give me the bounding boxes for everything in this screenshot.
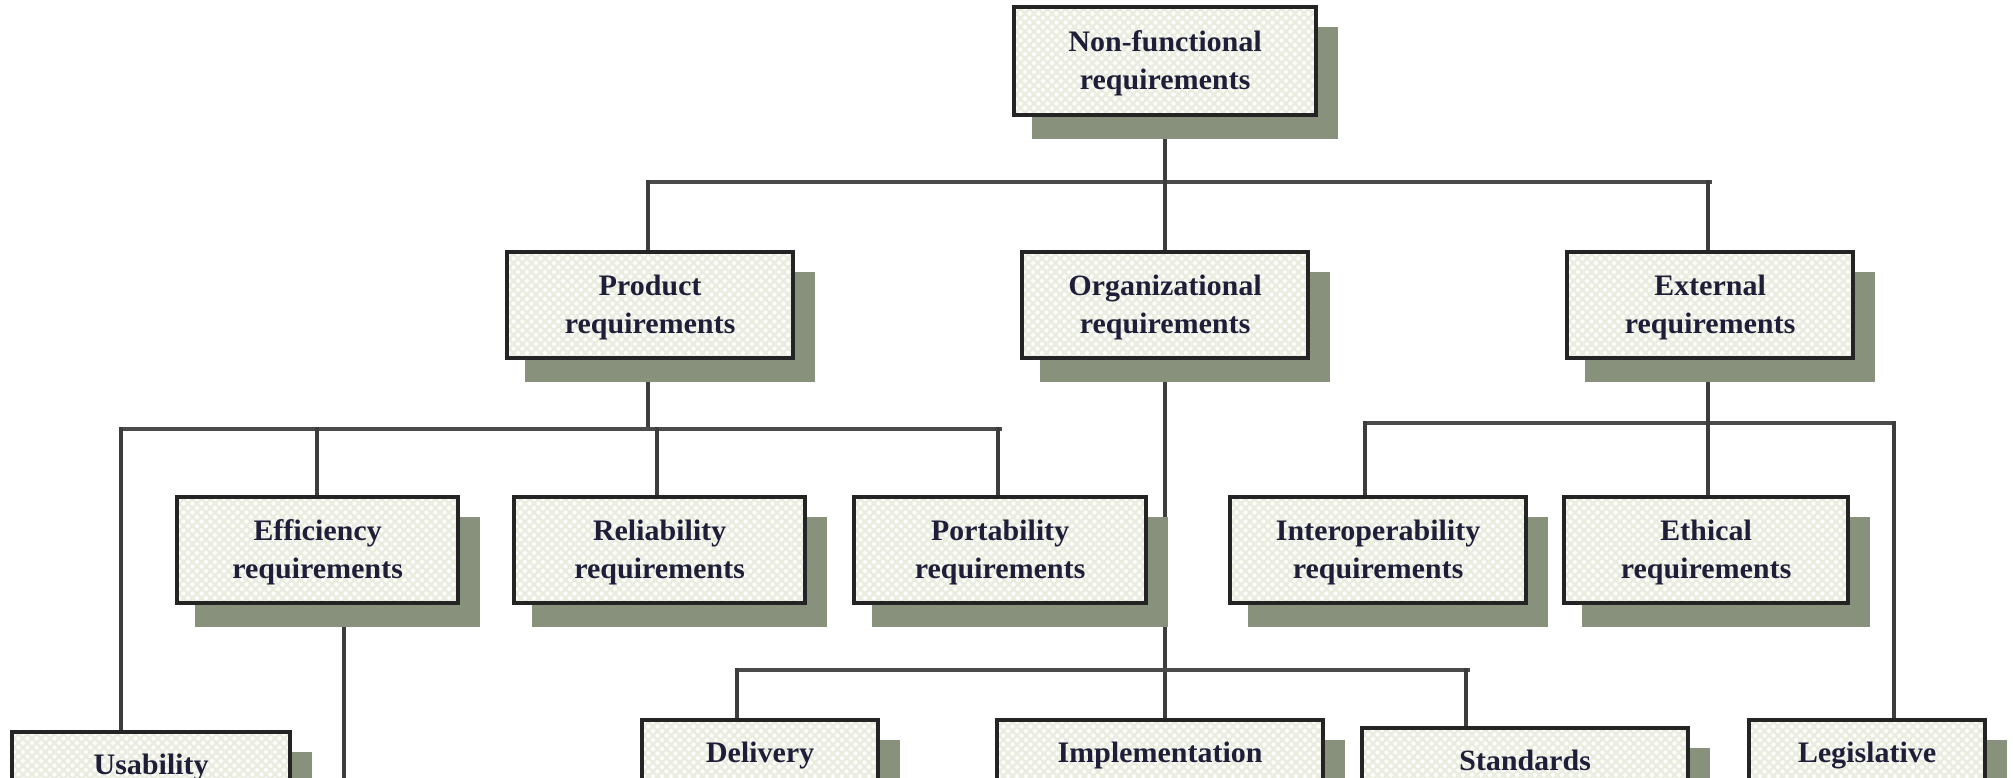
node-label-line1: Usability bbox=[93, 748, 209, 778]
node-label-line2: requirements bbox=[1620, 552, 1792, 585]
node-legislative: Legislative bbox=[1747, 718, 1987, 778]
node-label-line1: Efficiency bbox=[253, 514, 382, 547]
node-standards: Standards bbox=[1360, 726, 1690, 778]
node-ethical-requirements: Ethical requirements bbox=[1562, 495, 1850, 605]
node-label-line1: Organizational bbox=[1068, 269, 1262, 302]
connector-drop-efficiency bbox=[315, 427, 319, 495]
connector-drop-delivery bbox=[735, 668, 739, 718]
node-label-line1: Reliability bbox=[592, 514, 727, 547]
connector-organizational-bus bbox=[735, 668, 1470, 672]
connector-drop-interoperability bbox=[1363, 421, 1367, 495]
node-label-line2: requirements bbox=[1079, 63, 1251, 96]
connector-drop-reliability bbox=[655, 427, 659, 495]
node-label-line1: Standards bbox=[1459, 744, 1591, 777]
connector-product-bus bbox=[119, 427, 1002, 431]
connector-drop-external bbox=[1706, 180, 1710, 250]
connector-external-down bbox=[1706, 360, 1710, 425]
node-label-line2: requirements bbox=[1079, 307, 1251, 340]
node-external-requirements: External requirements bbox=[1565, 250, 1855, 360]
connector-drop-usability bbox=[119, 427, 123, 733]
connector-drop-legislative bbox=[1892, 421, 1896, 718]
node-portability-requirements: Portability requirements bbox=[852, 495, 1148, 605]
connector-root-down bbox=[1163, 117, 1167, 184]
connector-efficiency-down bbox=[342, 605, 346, 778]
node-reliability-requirements: Reliability requirements bbox=[512, 495, 807, 605]
connector-external-bus bbox=[1363, 421, 1896, 425]
node-label-line2: requirements bbox=[574, 552, 745, 585]
connector-drop-ethical bbox=[1706, 421, 1710, 495]
connector-drop-organizational bbox=[1163, 180, 1167, 250]
node-label-line1: Non-functional bbox=[1068, 25, 1262, 58]
connector-organizational-down bbox=[1163, 360, 1167, 718]
node-label-line1: Product bbox=[598, 269, 702, 302]
node-label-line2: requirements bbox=[564, 307, 736, 340]
node-implementation: Implementation bbox=[995, 718, 1325, 778]
node-interoperability-requirements: Interoperability requirements bbox=[1228, 495, 1528, 605]
connector-product-down bbox=[646, 360, 650, 431]
node-label-line1: Legislative bbox=[1797, 736, 1937, 769]
node-label-line1: Portability bbox=[930, 514, 1070, 547]
connector-drop-standards bbox=[1464, 668, 1468, 726]
node-label-line2: requirements bbox=[232, 552, 403, 585]
node-non-functional-requirements: Non-functional requirements bbox=[1012, 5, 1318, 117]
node-label-line1: Ethical bbox=[1660, 514, 1752, 547]
node-label-line2: requirements bbox=[1292, 552, 1464, 585]
node-label-line1: Implementation bbox=[1057, 736, 1263, 769]
node-label-line1: External bbox=[1654, 269, 1766, 302]
node-usability: Usability bbox=[10, 730, 292, 778]
connector-drop-portability bbox=[996, 427, 1000, 495]
connector-level1-bus bbox=[648, 180, 1712, 184]
node-product-requirements: Product requirements bbox=[505, 250, 795, 360]
node-organizational-requirements: Organizational requirements bbox=[1020, 250, 1310, 360]
node-delivery: Delivery bbox=[640, 718, 880, 778]
node-efficiency-requirements: Efficiency requirements bbox=[175, 495, 460, 605]
node-label-line2: requirements bbox=[1624, 307, 1796, 340]
connector-drop-product bbox=[646, 180, 650, 250]
node-label-line1: Delivery bbox=[705, 736, 815, 769]
node-label-line1: Interoperability bbox=[1275, 514, 1481, 547]
node-label-line2: requirements bbox=[914, 552, 1086, 585]
